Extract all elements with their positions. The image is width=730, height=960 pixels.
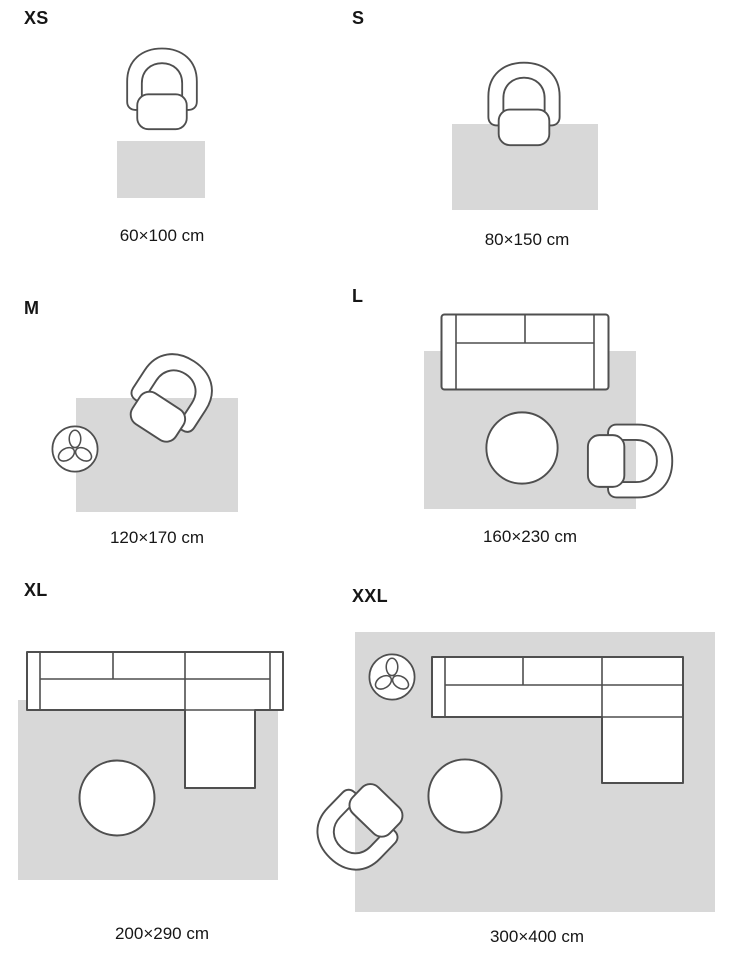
size-label-m: M <box>24 298 40 318</box>
size-dimensions-m: 120×170 cm <box>109 528 205 547</box>
size-label-s: S <box>352 8 365 28</box>
sofa-icon <box>440 313 610 391</box>
size-dimensions-xl: 200×290 cm <box>114 924 210 943</box>
armchair-icon <box>479 54 569 150</box>
armchair-icon <box>118 40 206 134</box>
size-dimensions-l: 160×230 cm <box>482 527 578 546</box>
coffee-table-icon <box>484 410 560 486</box>
size-label-xl: XL <box>24 580 48 600</box>
size-dimensions-xxl: 300×400 cm <box>489 927 585 946</box>
plant-icon <box>367 652 417 702</box>
plant-icon <box>50 424 100 474</box>
armchair-icon <box>583 415 681 507</box>
size-label-xs: XS <box>24 8 49 28</box>
size-label-xxl: XXL <box>352 586 388 606</box>
size-dimensions-s: 80×150 cm <box>484 230 570 249</box>
size-dimensions-xs: 60×100 cm <box>119 226 205 245</box>
coffee-table-icon <box>77 758 157 838</box>
rug-shape-xs <box>117 141 205 198</box>
size-label-l: L <box>352 286 364 306</box>
coffee-table-icon <box>426 757 504 835</box>
